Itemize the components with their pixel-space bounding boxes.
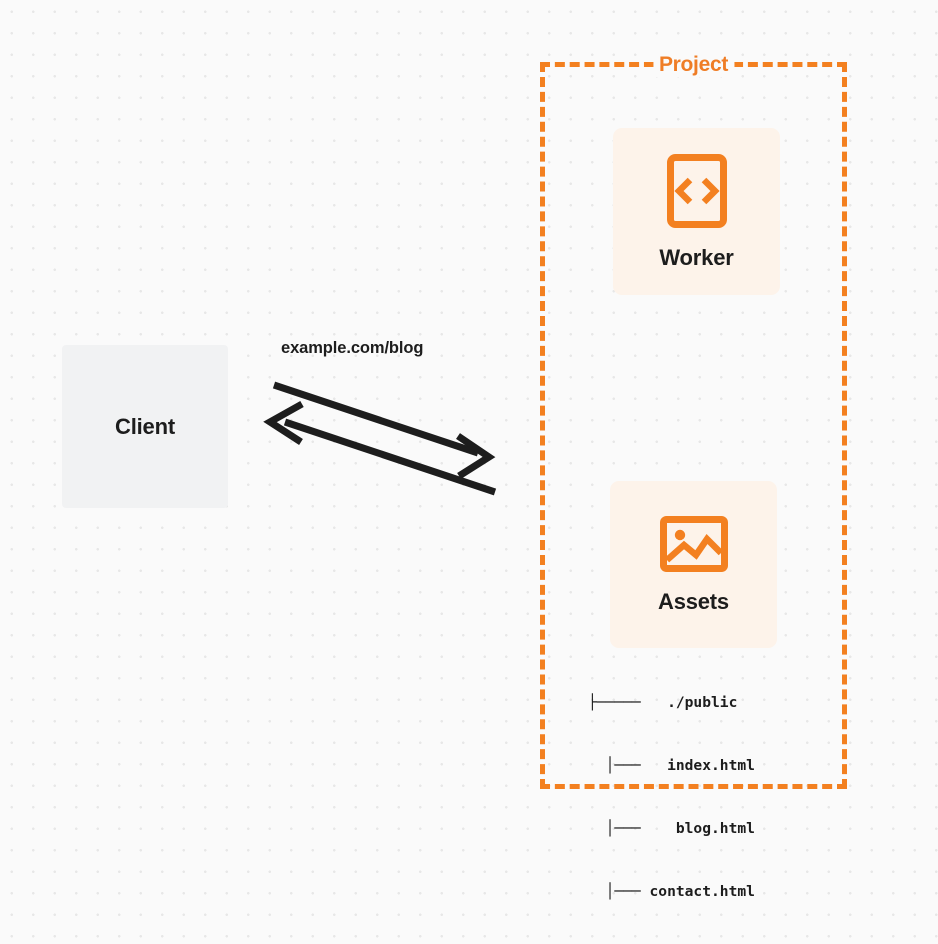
image-icon [659,515,728,572]
code-brackets-icon [666,153,727,228]
file-tree-prefix: │─── [588,883,641,900]
file-tree-prefix: ├───── [588,694,641,711]
file-tree-name: contact.html [640,883,755,900]
file-tree-prefix: │─── [588,820,641,837]
file-tree-row: │─── blog.html [588,818,755,839]
diagram-canvas: Client example.com/blog Project Worker [62,53,847,900]
file-tree-name: blog.html [640,820,755,837]
file-tree-row: ├───── ./public [588,692,755,713]
request-arrow [272,381,496,479]
client-node[interactable]: Client [62,345,228,508]
client-node-label: Client [115,413,175,439]
file-tree-name: ./public [640,694,738,711]
worker-node[interactable]: Worker [613,128,780,295]
assets-node[interactable]: Assets [610,481,777,648]
project-container-label: Project [652,53,735,77]
file-tree-row: │─── contact.html [588,881,755,902]
response-arrow [263,400,497,496]
file-tree-row: │─── index.html [588,755,755,776]
project-container: Project [540,53,847,789]
assets-file-tree: ├───── ./public │─── index.html │─── blo… [588,650,755,944]
worker-node-label: Worker [659,244,734,270]
file-tree-name: index.html [640,757,755,774]
connection-url-label: example.com/blog [281,339,424,357]
assets-node-label: Assets [658,588,729,614]
file-tree-prefix: │─── [588,757,641,774]
